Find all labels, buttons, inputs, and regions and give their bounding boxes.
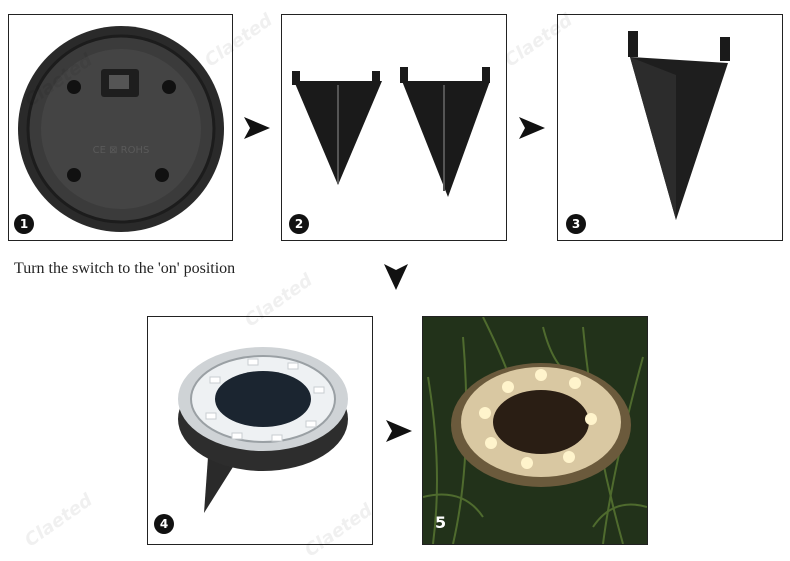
step-3-panel: 3 xyxy=(557,14,783,241)
watermark-text: Claeted xyxy=(20,489,97,552)
step-5-badge: 5 xyxy=(435,513,447,532)
step-3-badge: 3 xyxy=(566,214,586,234)
stake-halves-image xyxy=(292,67,490,197)
svg-text:CE ⊠ ROHS: CE ⊠ ROHS xyxy=(93,145,150,156)
arrow-right-icon xyxy=(519,117,545,139)
arrow-right-icon xyxy=(244,117,270,139)
assembled-stake-image xyxy=(628,31,730,220)
light-with-stake-image xyxy=(178,347,348,513)
step-1-panel: CE ⊠ ROHS 1 xyxy=(8,14,233,241)
installed-light-image xyxy=(423,317,647,544)
instruction-caption: Turn the switch to the 'on' position xyxy=(14,260,236,277)
step-5-panel: 5 xyxy=(422,316,648,545)
step-2-badge: 2 xyxy=(289,214,309,234)
arrow-down-icon xyxy=(384,264,408,290)
light-underside-image: CE ⊠ ROHS xyxy=(18,26,224,232)
step-4-panel: 4 xyxy=(147,316,373,545)
step-1-badge: 1 xyxy=(14,214,34,234)
arrow-right-icon xyxy=(386,420,412,442)
step-4-badge: 4 xyxy=(154,514,174,534)
step-2-panel: 2 xyxy=(281,14,507,241)
